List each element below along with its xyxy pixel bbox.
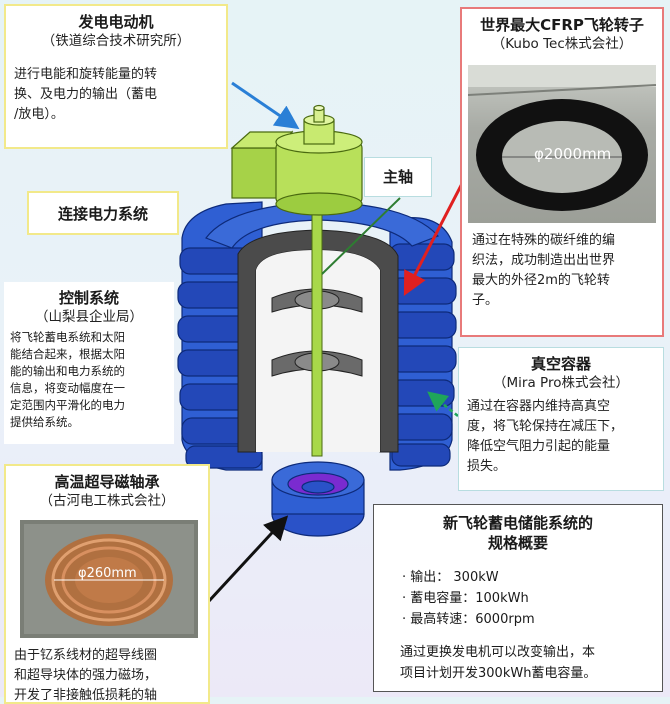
vacuum-desc-line: 降低空气阻力引起的能量 — [467, 439, 611, 454]
vacuum-desc-line: 通过在容器内维持高真空 — [467, 399, 611, 414]
main-shaft-label: 主轴 — [382, 168, 413, 186]
bearing-desc-line: 和超导块体的强力磁场， — [14, 668, 158, 683]
bearing-box: 高温超导磁轴承 （古河电工株式会社） φ260mm 由于钇系线材的超导线圈 和超… — [4, 464, 210, 704]
grid-connect-label: 连接电力系统 — [57, 205, 148, 223]
vacuum-title: 真空容器 — [530, 355, 591, 373]
arrow-to-vacuum — [427, 391, 459, 417]
grid-connect-box: 连接电力系统 — [27, 191, 179, 235]
arrow-to-rotor — [403, 173, 469, 296]
rotor-photo-label: φ2000mm — [534, 145, 612, 163]
spec-item: · 最高转速：6000rpm — [402, 612, 535, 627]
rotor-desc-line: 最大的外径2m的飞轮转 — [472, 273, 610, 288]
arrow-to-bearing — [207, 515, 289, 603]
spec-box: 新飞轮蓄电储能系统的 规格概要 · 输出： 300kW · 蓄电容量：100kW… — [373, 504, 663, 692]
spec-title-line: 规格概要 — [487, 534, 548, 552]
main-shaft-box: 主轴 — [364, 157, 432, 197]
vacuum-desc-line: 损失。 — [467, 459, 507, 474]
control-desc-line: 定范围内平滑化的电力 — [10, 398, 125, 412]
bearing-desc-line: 开发了非接触低损耗的轴 — [14, 688, 158, 703]
spec-note-line: 项目计划开发300kWh蓄电容量。 — [400, 666, 597, 681]
control-desc-line: 能的输出和电力系统的 — [10, 364, 125, 378]
generator-desc-line: /放电）。 — [14, 107, 64, 122]
control-desc-line: 能结合起来，根据太阳 — [10, 347, 125, 361]
spec-item: · 蓄电容量：100kWh — [402, 591, 529, 606]
shaft-pointer-line — [321, 197, 401, 275]
control-desc-line: 信息，将变动幅度在一 — [10, 381, 125, 395]
rotor-desc-line: 织法，成功制造出出世界 — [472, 253, 616, 268]
spec-note-line: 通过更换发电机可以改变输出，本 — [400, 645, 596, 660]
generator-motor — [230, 104, 363, 216]
control-org: （山梨县企业局） — [35, 309, 143, 325]
generator-title: 发电电动机 — [78, 13, 154, 31]
rotor-desc-line: 子。 — [472, 293, 499, 308]
bearing-org: （古河电工株式会社） — [39, 493, 175, 509]
rotor-hub — [271, 288, 363, 377]
generator-desc-line: 进行电能和旋转能量的转 — [14, 67, 158, 82]
bearing-unit — [271, 461, 365, 537]
bearing-photo: φ260mm — [20, 520, 198, 638]
vacuum-desc-line: 度，将飞轮保持在减压下， — [467, 419, 624, 434]
rotor-title: 世界最大CFRP飞轮转子 — [480, 16, 644, 34]
arrow-to-generator — [231, 81, 300, 130]
generator-org: （铁道综合技术研究所） — [41, 33, 191, 49]
vacuum-org: （Mira Pro株式会社） — [493, 375, 629, 391]
rotor-photo: φ2000mm — [468, 65, 656, 223]
container-top-rim — [205, 201, 440, 249]
main-shaft — [311, 213, 323, 457]
bearing-desc-line: 由于钇系线材的超导线圈 — [14, 648, 158, 663]
rotor-box: 世界最大CFRP飞轮转子 （Kubo Tec株式会社） φ2000mm 通过在特… — [460, 7, 664, 337]
bearing-title: 高温超导磁轴承 — [54, 473, 160, 491]
control-desc-line: 将飞轮蓄电系统和太阳 — [10, 330, 125, 344]
generator-desc-line: 换、及电力的输出（蓄电 — [14, 87, 158, 102]
control-desc-line: 提供给系统。 — [10, 415, 79, 429]
control-box: 控制系统 （山梨县企业局） 将飞轮蓄电系统和太阳 能结合起来，根据太阳 能的输出… — [4, 282, 174, 444]
rotor-desc-line: 通过在特殊的碳纤维的编 — [472, 233, 616, 248]
vacuum-container-right — [389, 217, 457, 471]
control-title: 控制系统 — [58, 289, 119, 307]
spec-item: · 输出： 300kW — [402, 570, 499, 585]
bearing-photo-label: φ260mm — [78, 566, 137, 581]
generator-box: 发电电动机 （铁道综合技术研究所） 进行电能和旋转能量的转 换、及电力的输出（蓄… — [4, 4, 228, 149]
vacuum-box: 真空容器 （Mira Pro株式会社） 通过在容器内维持高真空 度，将飞轮保持在… — [458, 347, 664, 491]
rotor-org: （Kubo Tec株式会社） — [491, 36, 633, 52]
spec-title-line: 新飞轮蓄电储能系统的 — [442, 514, 593, 532]
